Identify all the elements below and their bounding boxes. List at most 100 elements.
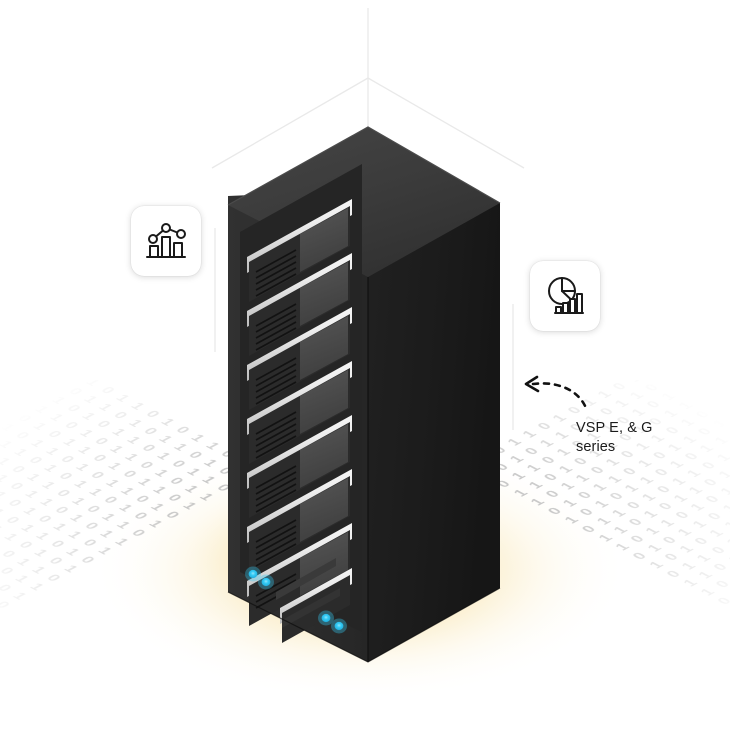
binary-digit: 0 <box>88 453 111 465</box>
binary-digit: 0 <box>118 469 141 481</box>
binary-digit: 1 <box>0 473 14 485</box>
binary-digit: 1 <box>84 487 107 499</box>
binary-digit: 1 <box>63 530 86 542</box>
badge-pie-chart[interactable] <box>530 261 600 331</box>
binary-digit: 0 <box>596 405 619 417</box>
binary-digit: 1 <box>628 406 651 418</box>
annotation-arrow-head <box>524 375 540 393</box>
binary-digit: 1 <box>122 435 145 447</box>
binary-digit: 0 <box>86 470 109 482</box>
binary-digit: 1 <box>695 569 718 581</box>
binary-digit: 0 <box>653 483 676 495</box>
binary-digit: 1 <box>721 519 730 531</box>
binary-digit: 1 <box>154 434 177 446</box>
binary-digit: 1 <box>4 354 27 366</box>
blade-panel <box>300 262 348 326</box>
binary-digit: 0 <box>42 573 65 585</box>
binary-digit: 1 <box>604 473 627 485</box>
binary-digit: 0 <box>0 329 15 341</box>
blade-slot <box>247 361 352 464</box>
binary-digit: 1 <box>725 553 730 565</box>
binary-digit: 1 <box>674 526 697 538</box>
binary-digit: 0 <box>684 340 707 352</box>
binary-digit: 1 <box>12 557 35 569</box>
binary-digit: 1 <box>61 547 84 559</box>
binary-digit: 0 <box>643 398 666 410</box>
binary-digit: 1 <box>608 507 631 519</box>
binary-digit: 1 <box>0 541 6 553</box>
binary-digit: 0 <box>43 429 66 441</box>
binary-digit: 1 <box>0 397 7 409</box>
binary-digit: 1 <box>696 442 719 454</box>
blade-panel <box>300 208 348 272</box>
binary-digit: 1 <box>701 349 724 361</box>
binary-digit: 1 <box>656 373 679 385</box>
binary-digit: 0 <box>587 464 610 476</box>
binary-digit: 0 <box>726 426 730 438</box>
binary-digit: 0 <box>521 445 544 457</box>
binary-digit: 0 <box>135 460 158 472</box>
binary-digit: 0 <box>24 455 47 467</box>
binary-digit: 1 <box>683 467 706 479</box>
blade-panel <box>300 424 348 488</box>
binary-digit: 1 <box>706 527 729 539</box>
binary-digit: 1 <box>59 563 82 575</box>
binary-digit: 0 <box>623 499 646 511</box>
binary-digit: 0 <box>7 464 30 476</box>
blade-panel <box>300 316 348 380</box>
binary-digit: 1 <box>703 366 726 378</box>
binary-digit: 0 <box>688 374 711 386</box>
binary-digit: 1 <box>58 437 81 449</box>
annotation-arrow-curve <box>531 382 588 410</box>
binary-digit: 1 <box>201 441 224 453</box>
binary-digit: 1 <box>51 361 74 373</box>
binary-digit: 0 <box>33 514 56 526</box>
binary-digit: 0 <box>691 535 714 547</box>
binary-digit: 1 <box>31 531 54 543</box>
binary-digit: 1 <box>658 390 681 402</box>
binary-digit: 1 <box>37 480 60 492</box>
led-indicator <box>321 613 331 623</box>
binary-digit: 0 <box>15 396 38 408</box>
binary-digit: 0 <box>710 561 730 573</box>
binary-digit: 1 <box>101 478 124 490</box>
binary-digit: 1 <box>22 472 45 484</box>
binary-digit: 1 <box>717 485 730 497</box>
binary-digit: 1 <box>169 442 192 454</box>
binary-digit: 1 <box>71 462 94 474</box>
badge-analytics-chart[interactable] <box>131 206 201 276</box>
status-leds <box>248 569 344 631</box>
binary-digit: 1 <box>711 434 730 446</box>
binary-digit: 0 <box>694 425 717 437</box>
binary-digit: 0 <box>712 578 730 590</box>
binary-digit: 0 <box>661 551 684 563</box>
led-indicator <box>248 569 258 579</box>
binary-digit: 1 <box>39 463 62 475</box>
binary-digit: 1 <box>27 565 50 577</box>
binary-digit: 1 <box>152 451 175 463</box>
binary-digit: 1 <box>79 394 102 406</box>
blade-vents <box>255 519 297 567</box>
binary-digit: 0 <box>0 583 17 595</box>
binary-digit: 1 <box>124 418 147 430</box>
annotation-arrow <box>524 375 588 410</box>
binary-digit: 0 <box>714 595 730 607</box>
binary-digit: 0 <box>0 346 13 358</box>
binary-digit: 0 <box>672 509 695 521</box>
annotation-label: VSP E, & G series <box>576 419 696 457</box>
binary-digit: 0 <box>137 443 160 455</box>
binary-digit: 1 <box>45 412 68 424</box>
binary-digit: 0 <box>1 515 24 527</box>
binary-digit: 0 <box>716 341 730 353</box>
binary-digit: 1 <box>9 447 32 459</box>
binary-digit: 1 <box>687 501 710 513</box>
binary-digit: 1 <box>19 362 42 374</box>
binary-digit: 0 <box>44 556 67 568</box>
binary-digit: 1 <box>626 389 649 401</box>
binary-digit: 1 <box>20 489 43 501</box>
binary-digit: 1 <box>0 524 8 536</box>
binary-digit: 1 <box>49 378 72 390</box>
binary-digit: 1 <box>640 508 663 520</box>
